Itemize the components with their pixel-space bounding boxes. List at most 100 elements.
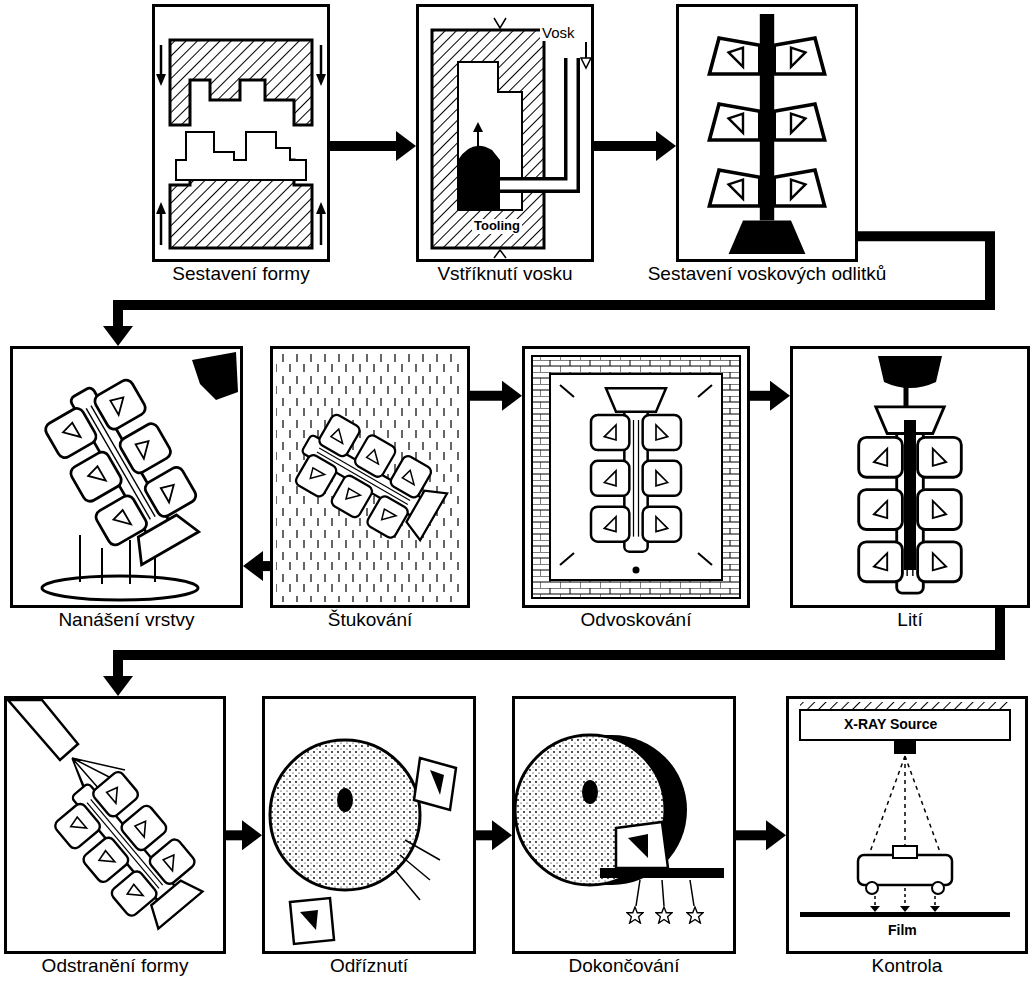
dewax-furnace xyxy=(550,374,722,580)
illustration-label: Film xyxy=(886,922,919,938)
grinding-wheel xyxy=(582,780,598,804)
step-caption: Odříznutí xyxy=(330,954,408,977)
slurry-dipping xyxy=(37,352,238,600)
process-step: Sestavení formy xyxy=(152,4,330,262)
cutoff-wheel xyxy=(395,840,440,900)
cutoff-wheel xyxy=(270,740,456,944)
flow-arrow xyxy=(594,131,676,161)
grinding-wheel xyxy=(616,822,668,868)
injection-tool xyxy=(581,58,591,68)
slurry-dipping xyxy=(42,576,198,600)
arrow-head xyxy=(242,820,262,850)
step-caption: Nanášení vrstvy xyxy=(58,608,194,631)
xray-setup xyxy=(800,702,1010,710)
process-step: Kontrola xyxy=(786,696,1028,954)
arrow-shaft xyxy=(118,236,990,328)
mold-halves xyxy=(176,132,306,180)
flow-arrow xyxy=(243,551,270,581)
arrow-shaft xyxy=(226,830,244,840)
grinding-wheel xyxy=(636,880,694,906)
mold-halves xyxy=(156,40,326,248)
mold-halves xyxy=(170,40,312,125)
stucco-rain xyxy=(286,408,454,552)
arrow-head xyxy=(243,551,263,581)
flow-arrow xyxy=(103,608,1000,696)
step-caption: Sestavení voskových odlitků xyxy=(648,262,887,285)
step-caption: Odvoskování xyxy=(581,608,692,631)
wax-tree xyxy=(709,14,824,254)
mold-halves xyxy=(316,202,326,214)
injection-tool xyxy=(458,146,500,210)
process-step: Dokončování xyxy=(512,696,736,954)
arrow-head xyxy=(766,820,786,850)
xray-setup xyxy=(894,740,916,754)
xray-setup xyxy=(893,846,917,858)
stucco-rain xyxy=(276,352,464,602)
pouring-ladle xyxy=(859,356,962,593)
mold-halves xyxy=(316,74,326,86)
grinding-wheel xyxy=(515,735,724,923)
mold-halves xyxy=(156,202,166,214)
flow-arrow xyxy=(226,820,262,850)
dewax-furnace xyxy=(591,388,681,551)
arrow-head xyxy=(492,820,512,850)
step-caption: Odstranění formy xyxy=(42,954,189,977)
arrow-shaft xyxy=(470,391,504,401)
flow-arrow xyxy=(736,820,786,850)
arrow-head xyxy=(396,131,416,161)
injection-tool xyxy=(494,250,506,258)
grinding-wheel xyxy=(628,834,648,858)
cutoff-wheel xyxy=(300,910,318,930)
arrow-shaft xyxy=(476,830,494,840)
grinding-wheel xyxy=(687,907,703,923)
process-step: Nanášení vrstvy xyxy=(10,346,243,608)
wax-tree xyxy=(709,14,824,254)
slurry-dipping xyxy=(192,352,238,400)
process-step: Odříznutí xyxy=(262,696,476,954)
arrow-head xyxy=(103,676,133,696)
xray-setup xyxy=(930,906,940,912)
process-step: Odvoskování xyxy=(522,346,750,608)
step-caption: Kontrola xyxy=(872,954,943,977)
injection-tool xyxy=(473,122,483,132)
pouring-ladle xyxy=(859,407,962,593)
knockout-spray xyxy=(47,762,214,938)
injection-tool xyxy=(432,18,591,258)
slurry-dipping xyxy=(37,368,213,573)
xray-setup xyxy=(900,906,910,912)
flow-arrow xyxy=(476,820,512,850)
illustration-label: X-RAY Source xyxy=(842,716,939,732)
stucco-rain xyxy=(276,352,464,602)
step-caption: Lití xyxy=(897,608,922,631)
xray-setup xyxy=(800,912,1010,917)
process-step: Lití xyxy=(790,346,1030,608)
step-caption: Dokončování xyxy=(569,954,680,977)
illustration-label: Vosk xyxy=(540,24,577,41)
step-caption: Štukování xyxy=(328,608,413,631)
knockout-spray xyxy=(8,700,213,938)
arrow-shaft xyxy=(750,391,772,401)
arrow-shaft xyxy=(118,608,1000,678)
dewax-furnace xyxy=(633,567,640,574)
xray-setup xyxy=(932,882,944,894)
arrow-head xyxy=(656,131,676,161)
arrow-shaft xyxy=(594,141,658,151)
injection-tool xyxy=(500,58,572,185)
pouring-ladle xyxy=(904,420,916,570)
mold-halves xyxy=(160,212,163,245)
grinding-wheel xyxy=(600,868,724,878)
mold-halves xyxy=(160,45,163,76)
process-step: Sestavení voskových odlitků xyxy=(676,4,858,262)
process-step: Štukování xyxy=(270,346,470,608)
xray-setup xyxy=(870,906,880,912)
dewax-furnace xyxy=(532,356,740,598)
xray-setup xyxy=(800,710,1010,740)
xray-setup xyxy=(866,882,878,894)
slurry-dipping xyxy=(101,548,103,584)
xray-setup xyxy=(870,756,940,852)
mold-halves xyxy=(320,212,323,245)
arrow-shaft xyxy=(736,830,768,840)
